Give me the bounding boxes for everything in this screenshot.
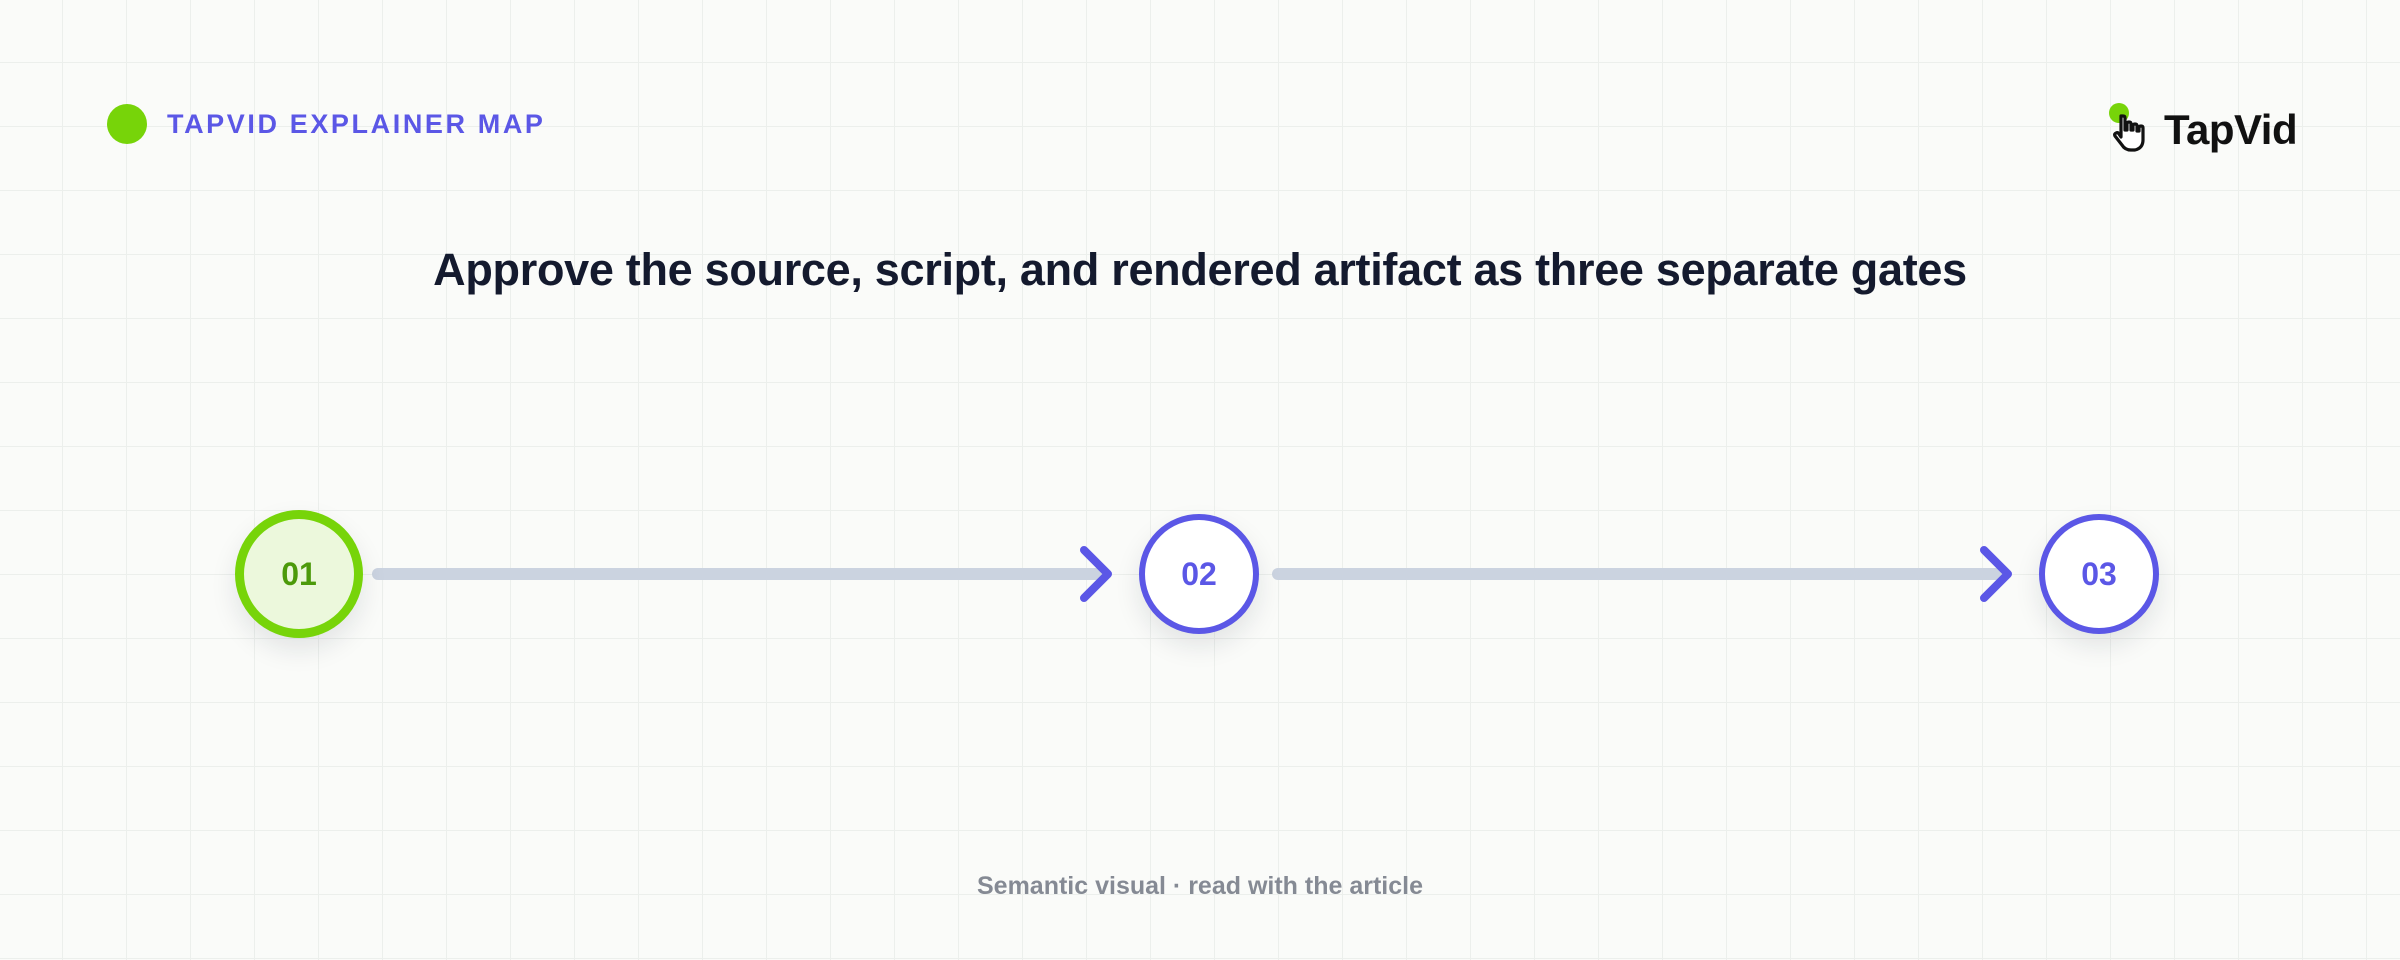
step-node-01: 01 xyxy=(235,510,363,638)
pointer-hand-icon xyxy=(2109,103,2145,152)
arrowhead-right-icon xyxy=(1980,546,2012,602)
connector-02-03 xyxy=(1272,568,2008,580)
tapvid-logo: TapVid xyxy=(2106,100,2298,160)
footer-caption: Semantic visual · read with the article xyxy=(977,872,1423,900)
connector-01-02 xyxy=(372,568,1108,580)
explainer-map-kicker: TAPVID EXPLAINER MAP xyxy=(167,108,546,139)
status-dot xyxy=(107,104,147,144)
arrowhead-right-icon xyxy=(1080,546,1112,602)
step-node-03: 03 xyxy=(2039,514,2159,634)
page-title: Approve the source, script, and rendered… xyxy=(433,244,1967,295)
step-node-02: 02 xyxy=(1139,514,1259,634)
explainer-map-header: TAPVID EXPLAINER MAP xyxy=(107,104,546,144)
logo-wordmark: TapVid xyxy=(2164,106,2298,153)
